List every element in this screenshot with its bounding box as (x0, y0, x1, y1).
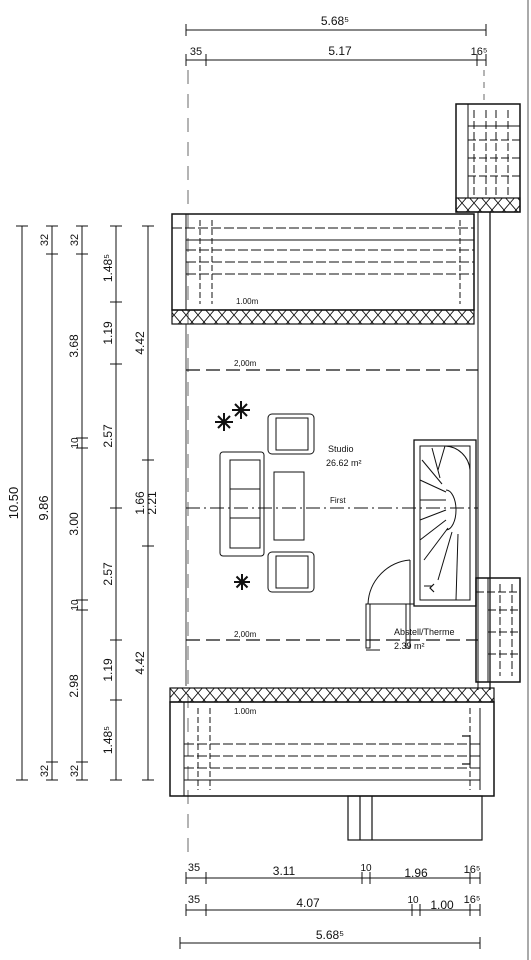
door-swing (365, 559, 414, 651)
dim-bot1-b: 3.11 (273, 864, 296, 878)
dim-c3-g: 32 (69, 765, 81, 777)
side-dormer (475, 577, 521, 683)
dim-bot1-a: 35 (188, 862, 200, 874)
top-dimension-total (185, 24, 487, 36)
dim-c2-mid: 9.86 (36, 495, 51, 520)
dim-c5-b2: 2.21 (145, 491, 159, 515)
roof-height-bottom: 1.00m (234, 707, 257, 716)
dim-bot2-a: 35 (188, 894, 200, 906)
dim-bot2-e: 16⁵ (464, 894, 481, 906)
dim-c4-d: 2.57 (101, 562, 115, 586)
plant-icon-3 (234, 574, 250, 590)
dim-c3-a: 32 (69, 234, 81, 246)
room-area-studio: 26.62 m² (326, 458, 362, 468)
top-roof-section (171, 213, 475, 325)
dim-c3-c: 10 (70, 437, 81, 449)
dim-top-mid: 5.17 (328, 44, 352, 58)
dim-c4-c: 2.57 (101, 424, 115, 448)
dim-c3-d: 3.00 (67, 512, 81, 536)
bottom-exit (347, 795, 483, 841)
left-dimension-chains (16, 225, 154, 781)
armchair-top (267, 413, 315, 455)
roof-height-top: 1.00m (236, 297, 259, 306)
dim-bot2-b: 4.07 (296, 896, 320, 910)
top-dimension-parts (185, 54, 487, 66)
room-name-studio: Studio (328, 444, 354, 454)
dim-c1-total: 10.50 (6, 487, 21, 520)
dim-c5-a: 4.42 (133, 331, 147, 355)
room-name-abstell: Abstell/Therme (394, 627, 455, 637)
dim-top-left: 35 (190, 46, 202, 58)
bottom-dimension-row-2 (185, 904, 481, 916)
plant-icon-1 (215, 413, 233, 431)
ridge-label: First (330, 496, 346, 505)
armchair-bottom (267, 551, 315, 593)
dim-c4-b: 1.19 (101, 321, 115, 345)
dim-bot1-d: 1.96 (404, 866, 428, 880)
dim-c4-e: 1.19 (101, 658, 115, 682)
coffee-table (273, 471, 305, 541)
dim-c3-e: 10 (70, 599, 81, 611)
dim-c2-bot: 32 (39, 765, 51, 777)
dim-bot2-d: 1.00 (430, 898, 454, 912)
dim-top-total: 5.68⁵ (321, 14, 349, 28)
dim-bot1-e: 16⁵ (464, 864, 481, 876)
plant-icon-2 (232, 401, 250, 419)
bottom-roof-section (169, 687, 495, 797)
dim-top-right: 16⁵ (471, 46, 488, 58)
staircase (413, 439, 477, 607)
dim-c4-f: 1.48⁵ (101, 726, 115, 754)
dim-c5-b1: 1.66 (133, 491, 147, 515)
bottom-dimension-row-3 (179, 937, 481, 949)
top-dormer (455, 103, 521, 213)
dim-bot3-total: 5.68⁵ (316, 928, 344, 942)
sofa (219, 451, 265, 557)
height-label-bottom: 2,00m (234, 630, 257, 639)
height-label-top: 2,00m (234, 359, 257, 368)
dim-c2-top: 32 (39, 234, 51, 246)
bottom-dimension-row-1 (185, 872, 481, 884)
room-area-abstell: 2.39 m² (394, 641, 425, 651)
dim-bot2-c: 10 (407, 895, 419, 906)
dim-c4-a: 1.48⁵ (101, 254, 115, 282)
dim-c3-f: 2.98 (67, 674, 81, 698)
dim-c3-b: 3.68 (67, 334, 81, 358)
dim-c5-c: 4.42 (133, 651, 147, 675)
dim-bot1-c: 10 (360, 863, 372, 874)
